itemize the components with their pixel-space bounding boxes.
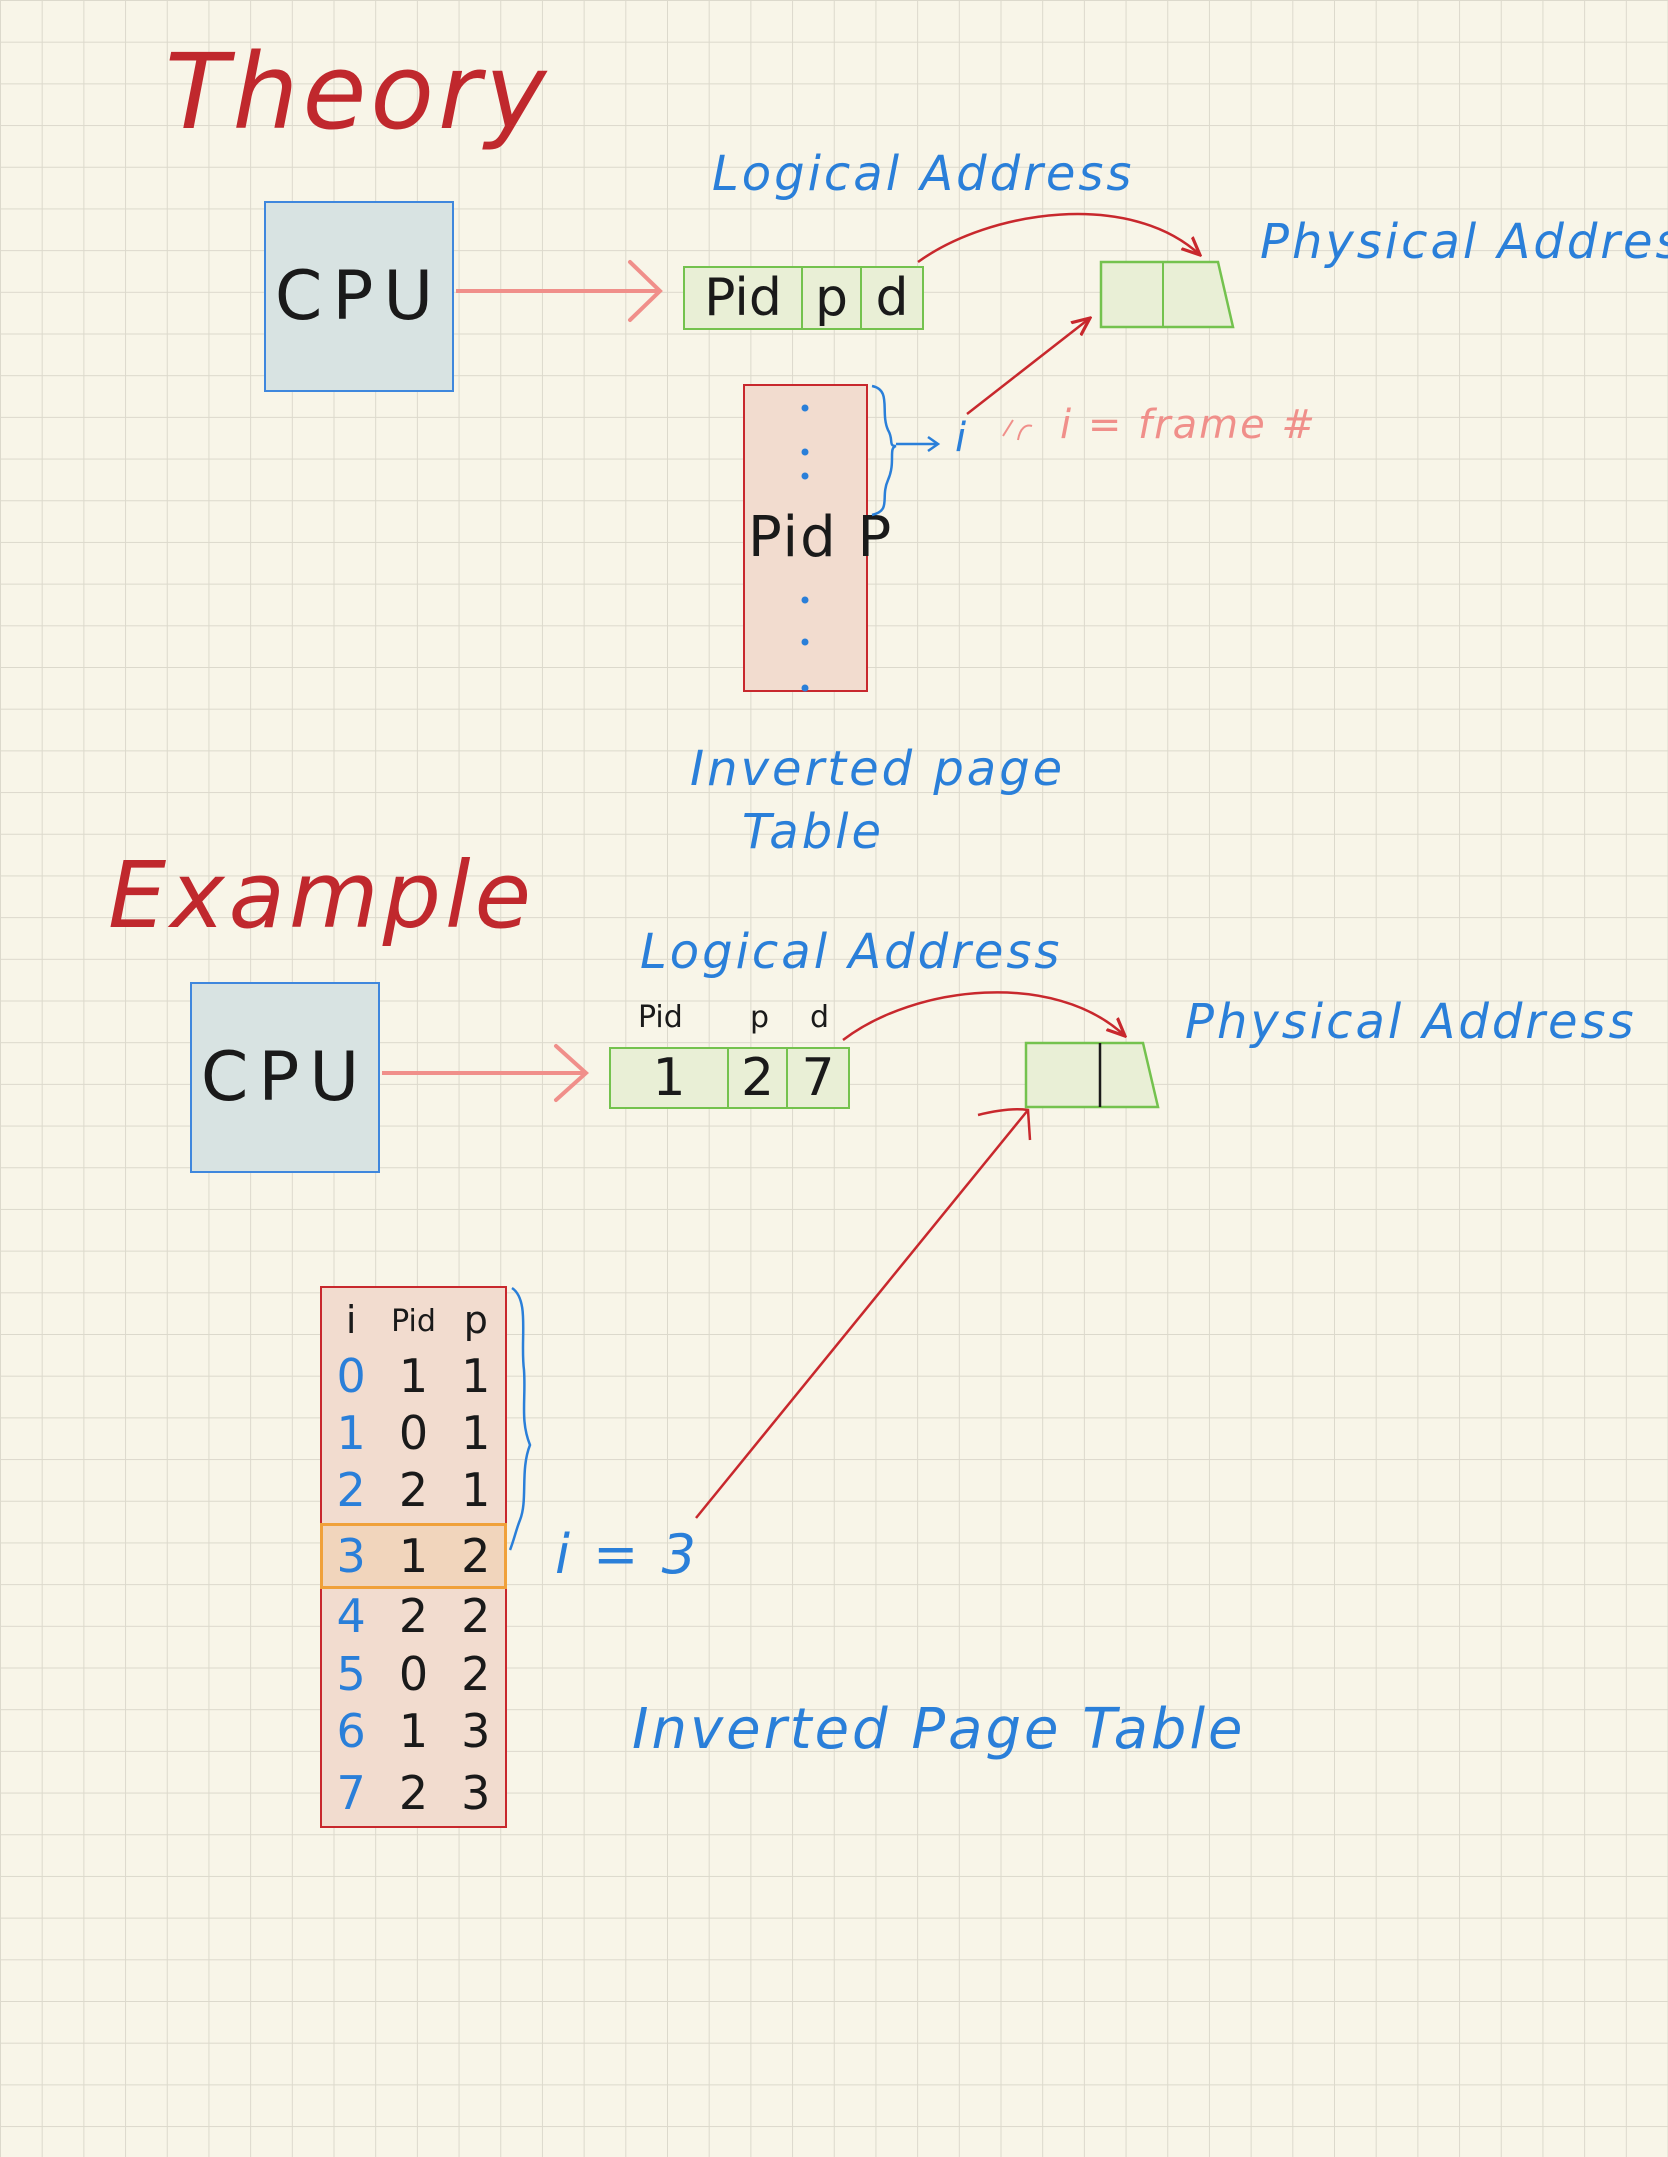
table-cell-p: 3 (461, 1766, 491, 1820)
table-row: 7 2 3 (320, 1770, 507, 1816)
theory-logical-address: Pid p d (683, 266, 924, 330)
table-cell-i: 7 (336, 1766, 366, 1820)
example-title: Example (108, 842, 536, 949)
theory-frame-note-i: i (955, 415, 970, 461)
theory-logical-d: d (875, 268, 909, 328)
example-physical-address-box (1024, 1041, 1160, 1109)
theory-cpu-to-logical-arrow (456, 260, 663, 322)
table-cell-pid: 1 (398, 1529, 429, 1583)
example-physical-address-label: Physical Address (1185, 994, 1637, 1050)
table-cell-pid: 1 (398, 1704, 429, 1758)
example-logical-pid: 1 (611, 1048, 730, 1108)
table-row: 1 0 1 (320, 1410, 507, 1456)
theory-table-caption-2: Table (742, 804, 885, 860)
example-cpu-label: CPU (200, 1038, 370, 1117)
example-logical-p: 2 (729, 1048, 789, 1108)
table-row: 6 1 3 (320, 1708, 507, 1754)
example-table-caption: Inverted Page Table (632, 1697, 1246, 1762)
table-cell-i: 5 (336, 1647, 366, 1701)
table-cell-p: 2 (461, 1647, 491, 1701)
table-cell-pid: 2 (398, 1463, 429, 1517)
table-row: 4 2 2 (320, 1593, 507, 1639)
theory-table-dots (801, 404, 809, 692)
table-cell-p: 3 (461, 1704, 491, 1758)
example-logical-d: 7 (801, 1048, 835, 1108)
theory-frame-arrow (966, 318, 1090, 415)
theory-physical-address-label: Physical Address (1260, 214, 1668, 270)
table-header-row: i Pid p (320, 1301, 507, 1339)
example-inverted-page-table (320, 1286, 507, 1828)
table-cell-p: 1 (461, 1349, 491, 1403)
theory-logical-pid: Pid (685, 268, 804, 328)
table-row: 5 0 2 (320, 1651, 507, 1697)
table-header-pid: Pid (391, 1304, 436, 1339)
match-label: i = 3 (555, 1523, 699, 1586)
table-row: 0 1 1 (320, 1353, 507, 1399)
theory-title: Theory (165, 31, 551, 153)
theory-brace (871, 384, 897, 517)
table-cell-pid: 1 (398, 1349, 429, 1403)
example-logical-header-p: p (750, 1000, 770, 1035)
table-cell-pid: 2 (398, 1766, 429, 1820)
theory-cpu-box: CPU (264, 201, 454, 392)
table-cell-pid: 0 (398, 1647, 429, 1701)
theory-table-entry: Pid P (748, 505, 894, 570)
example-logical-address: 1 2 7 (609, 1047, 850, 1109)
theory-logical-address-label: Logical Address (712, 146, 1135, 202)
theory-physical-address-box (1099, 260, 1235, 329)
table-cell-i: 3 (336, 1529, 366, 1583)
table-cell-i: 6 (336, 1704, 366, 1758)
table-cell-p: 2 (461, 1589, 491, 1643)
theory-brace-arrow (896, 435, 941, 453)
table-cell-p: 2 (461, 1529, 491, 1583)
example-logical-address-label: Logical Address (640, 924, 1063, 980)
theory-note-strike (1002, 419, 1033, 441)
table-cell-i: 2 (336, 1463, 366, 1517)
example-frame-arrow (695, 1109, 1029, 1519)
example-frame-arrowhead (977, 1107, 1032, 1141)
example-cpu-box: CPU (190, 982, 380, 1173)
table-cell-p: 1 (461, 1406, 491, 1460)
table-header-p: p (463, 1298, 488, 1342)
theory-cpu-label: CPU (274, 257, 444, 336)
example-offset-curve-arrow (842, 991, 1125, 1041)
matched-row-highlight (320, 1523, 507, 1589)
theory-frame-note: i = frame # (1060, 402, 1317, 448)
theory-table-caption-1: Inverted page (690, 741, 1066, 797)
table-cell-i: 0 (336, 1349, 366, 1403)
table-row: 3 1 2 (320, 1533, 507, 1579)
theory-logical-p: p (803, 268, 863, 328)
table-cell-pid: 0 (398, 1406, 429, 1460)
table-cell-p: 1 (461, 1463, 491, 1517)
theory-offset-curve-arrow (917, 212, 1200, 264)
example-brace (508, 1286, 532, 1551)
example-logical-header-pid: Pid (638, 1000, 683, 1035)
example-logical-header-d: d (810, 1000, 830, 1035)
table-row: 2 2 1 (320, 1467, 507, 1513)
table-cell-i: 4 (336, 1589, 366, 1643)
table-header-i: i (345, 1298, 357, 1342)
table-cell-pid: 2 (398, 1589, 429, 1643)
table-cell-i: 1 (336, 1406, 366, 1460)
example-cpu-to-logical-arrow (382, 1044, 589, 1102)
